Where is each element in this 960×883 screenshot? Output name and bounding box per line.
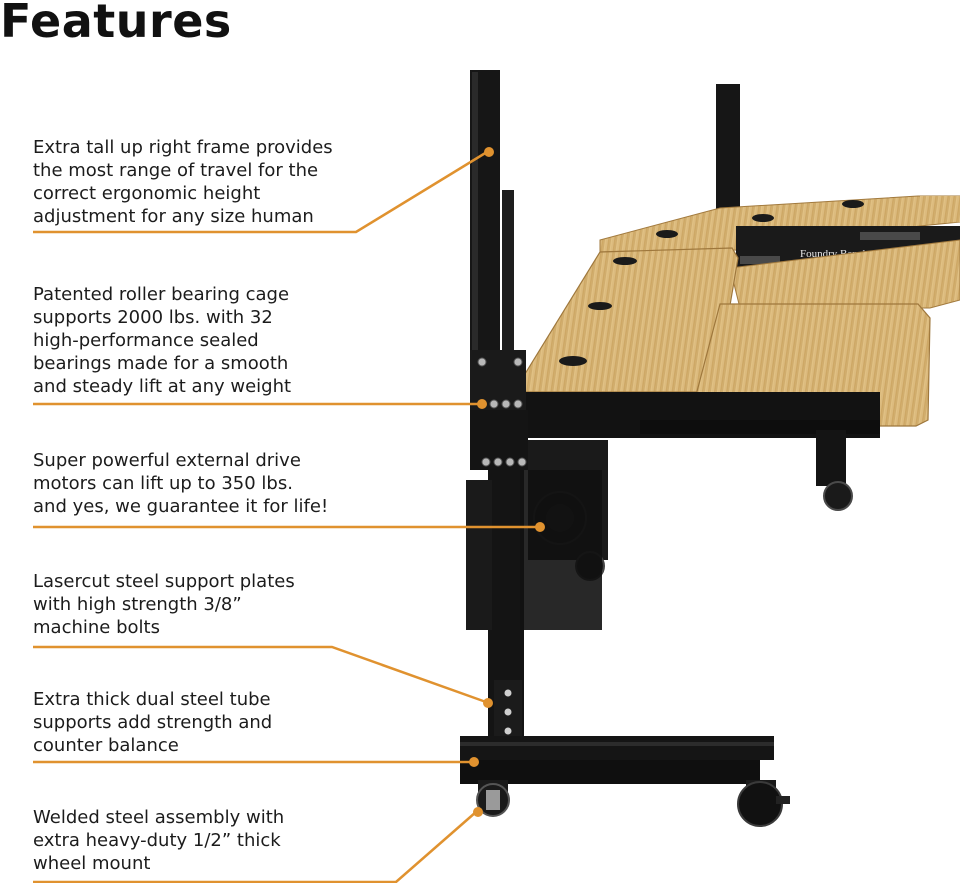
grommet-holes [559, 200, 864, 366]
machine-bolts [504, 689, 512, 735]
feature-3-line-3: and yes, we guarantee it for life! [33, 496, 329, 517]
feature-1-line-4: adjustment for any size human [33, 206, 314, 227]
feature-6-line-3: wheel mount [33, 853, 151, 874]
feature-2-line-3: high-performance sealed [33, 330, 259, 351]
feature-1: Extra tall up right frame provides the m… [33, 136, 393, 228]
feature-2: Patented roller bearing cage supports 20… [33, 283, 393, 398]
feature-2-line-2: supports 2000 lbs. with 32 [33, 307, 273, 328]
rear-base-caster [737, 780, 790, 827]
feature-5-line-2: supports add strength and [33, 712, 273, 733]
feature-1-line-1: Extra tall up right frame provides [33, 137, 333, 158]
feature-4-line-2: with high strength 3/8” [33, 594, 242, 615]
leader-endpoints [469, 147, 545, 817]
rear-leg [816, 430, 846, 486]
leader-lines [33, 150, 538, 883]
feature-3: Super powerful external drive motors can… [33, 449, 393, 518]
feature-4-line-3: machine bolts [33, 617, 160, 638]
feature-4-line-1: Lasercut steel support plates [33, 571, 295, 592]
feature-5-line-1: Extra thick dual steel tube [33, 689, 271, 710]
feature-5: Extra thick dual steel tube supports add… [33, 688, 393, 757]
feature-6: Welded steel assembly with extra heavy-d… [33, 806, 393, 875]
feature-1-line-3: correct ergonomic height [33, 183, 261, 204]
rear-upright-post [716, 84, 740, 224]
leader-line-6 [33, 811, 477, 883]
dual-steel-tube-base [460, 736, 774, 760]
rear-caster [823, 481, 853, 511]
vent-pattern [740, 232, 920, 264]
feature-2-line-4: bearings made for a smooth [33, 353, 289, 374]
feature-3-line-1: Super powerful external drive [33, 450, 301, 471]
leader-line-4 [33, 645, 487, 704]
page-title: Features [0, 0, 232, 48]
feature-2-line-1: Patented roller bearing cage [33, 284, 290, 305]
feature-3-line-2: motors can lift up to 350 lbs. [33, 473, 293, 494]
feature-5-line-3: counter balance [33, 735, 179, 756]
feature-6-line-2: extra heavy-duty 1/2” thick [33, 830, 281, 851]
feature-2-line-5: and steady lift at any weight [33, 376, 292, 397]
leader-line-1 [33, 150, 488, 234]
feature-6-line-1: Welded steel assembly with [33, 807, 285, 828]
feature-1-line-2: the most range of travel for the [33, 160, 319, 181]
right-desktop-wing [729, 239, 960, 309]
front-caster [476, 780, 510, 817]
feature-4: Lasercut steel support plates with high … [33, 570, 393, 639]
